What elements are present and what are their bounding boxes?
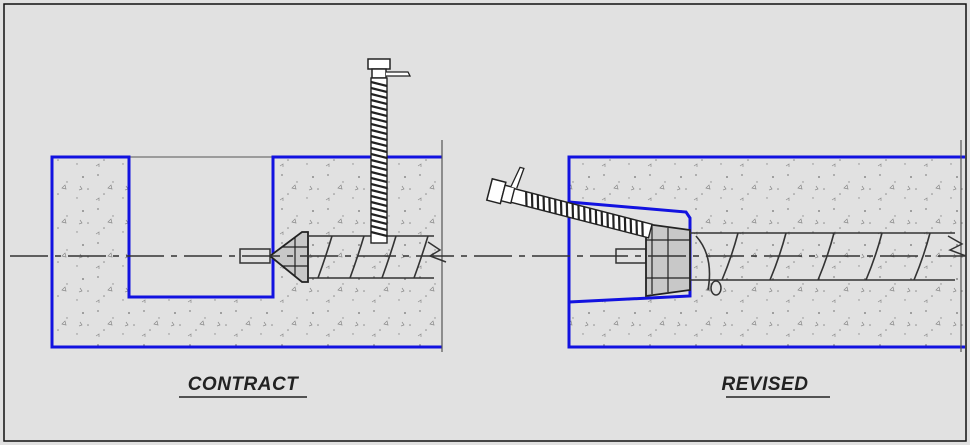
- revised-detail: REVISED: [485, 140, 967, 398]
- collar-ring: [710, 280, 722, 296]
- break-symbol-right: [947, 235, 967, 257]
- contract-label: CONTRACT: [188, 374, 299, 395]
- break-symbol-left: [427, 241, 447, 263]
- slab-outline-left: [50, 155, 442, 349]
- slab-outline-right: [567, 155, 965, 349]
- revised-label: REVISED: [722, 374, 809, 395]
- blockout-recess: [129, 157, 273, 297]
- contract-detail: CONTRACT: [50, 58, 447, 398]
- angled-screw-bolt: [485, 166, 653, 239]
- coupler-cone-left: [268, 231, 309, 283]
- vertical-screw-bolt: [367, 58, 412, 244]
- drawing-border: [3, 3, 967, 442]
- pocket-outline: [568, 200, 692, 304]
